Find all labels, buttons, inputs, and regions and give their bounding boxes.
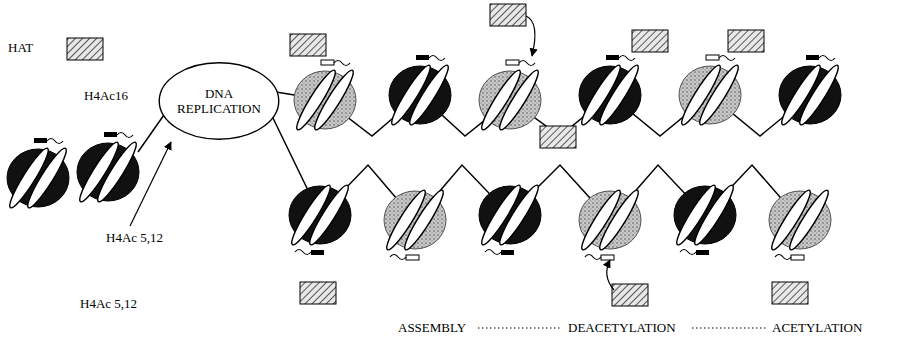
process-step: ASSEMBLY (398, 320, 466, 335)
annotation-label: H4Ac16 (84, 88, 128, 103)
annotation-label: HAT (8, 40, 33, 55)
process-step: DEACETYLATION (568, 320, 676, 335)
annotation-label: H4Ac 5,12 (80, 296, 137, 311)
node-text: DNA REPLICATION (171, 86, 267, 116)
process-ellipse: DNA REPLICATION (158, 62, 280, 140)
process-step: ACETYLATION (772, 320, 862, 335)
annotation-label: H4Ac 5,12 (106, 230, 163, 245)
